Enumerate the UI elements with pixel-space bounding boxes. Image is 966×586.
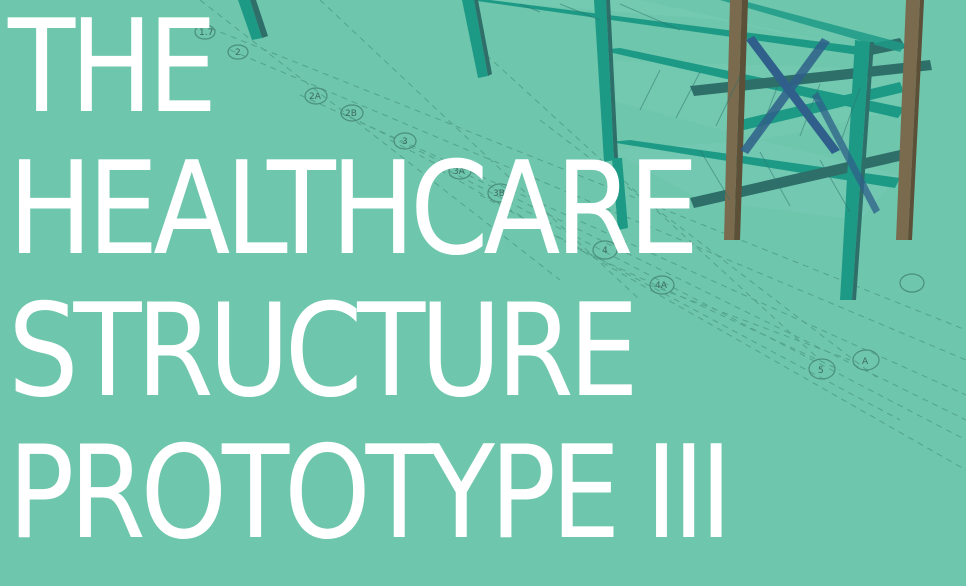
grid-marker-label: 3 (402, 137, 408, 147)
grid-marker-labels: 1.7 2 2A 2B 3 3A 3B 4 4A 5 A (199, 28, 869, 376)
grid-lines (189, 0, 966, 471)
grid-marker-circle (304, 87, 328, 105)
grid-marker-label: 2 (235, 48, 241, 58)
grid-marker-circle (808, 358, 836, 380)
grid-marker-circle (227, 44, 249, 60)
grid-marker-label: 5 (818, 366, 824, 376)
title-line-2: HEALTHCARE (8, 135, 699, 284)
grid-marker-label: 4A (655, 281, 668, 291)
title-line-3: STRUCTURE (8, 277, 639, 426)
steel-frame (462, 0, 932, 300)
grid-marker-circle (852, 349, 880, 371)
grid-marker-label: 3B (493, 189, 505, 199)
grid-marker-label: 2B (345, 109, 357, 119)
grid-marker-circle (592, 240, 618, 260)
grid-marker-circle (448, 162, 472, 180)
grid-marker-label: 1.7 (199, 28, 213, 38)
grid-marker-circle (340, 104, 364, 122)
grid-marker-label: 2A (309, 92, 322, 102)
grid-markers (194, 24, 925, 380)
grid-marker-label: 3A (453, 167, 466, 177)
grid-marker-circle (899, 273, 925, 293)
grid-marker-circle (194, 24, 216, 40)
steel-column-left (238, 0, 268, 40)
grid-marker-label: A (862, 357, 869, 367)
grid-marker-circle (649, 275, 675, 295)
grid-marker-label: 4 (602, 246, 608, 256)
title-line-1: THE (8, 0, 217, 142)
grid-marker-circle (393, 132, 417, 150)
title-line-4: PROTOTYPE III (8, 419, 732, 568)
grid-marker-circle (487, 183, 513, 203)
